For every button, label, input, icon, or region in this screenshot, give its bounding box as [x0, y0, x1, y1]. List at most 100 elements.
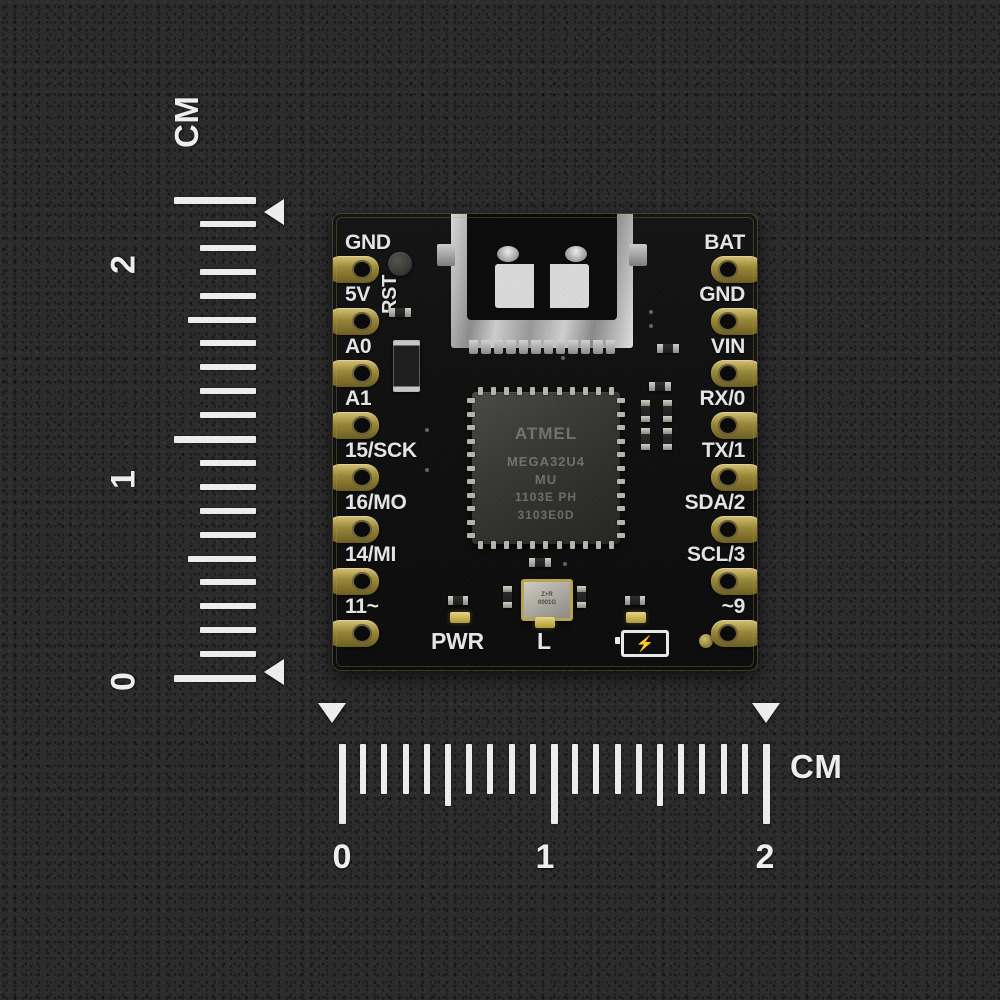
horizontal-ruler-minor-tick	[678, 744, 685, 794]
pin-pad-a1[interactable]	[333, 412, 379, 439]
mcu-part-number: MEGA32U4	[506, 454, 586, 469]
horizontal-ruler-number-0: 0	[332, 838, 352, 876]
horizontal-ruler-unit-label: CM	[790, 748, 843, 785]
vertical-ruler-major-tick	[174, 436, 256, 443]
vertical-ruler-major-tick	[174, 197, 256, 204]
vertical-ruler-minor-tick	[200, 483, 256, 490]
pin-label-15-sck: 15/SCK	[345, 439, 417, 462]
mcu-pins-top	[478, 387, 614, 395]
pin-label-gnd: GND	[345, 231, 391, 254]
pin-label-tx-1: TX/1	[701, 439, 745, 462]
usb-c-connector[interactable]	[437, 214, 647, 354]
mcu-lot-code: 1103E PH	[514, 490, 578, 504]
vertical-ruler-minor-tick	[200, 412, 256, 419]
horizontal-ruler-minor-tick	[614, 744, 621, 794]
pin-label-vin: VIN	[710, 335, 745, 358]
smd-capacitor-4	[641, 428, 650, 450]
smd-capacitor-3	[663, 400, 672, 422]
horizontal-ruler-minor-tick	[466, 744, 473, 794]
horizontal-ruler-major-tick	[551, 744, 558, 824]
vertical-ruler-number-1: 1	[104, 470, 143, 489]
pin-pad-9[interactable]	[711, 620, 757, 647]
reset-button[interactable]	[388, 252, 412, 276]
vertical-ruler-minor-tick	[200, 388, 256, 395]
pin-pad-scl-3[interactable]	[711, 568, 757, 595]
vertical-ruler-minor-tick	[200, 244, 256, 251]
horizontal-ruler-minor-tick	[657, 744, 663, 806]
status-led-l	[535, 617, 555, 628]
vertical-ruler-minor-tick	[200, 507, 256, 514]
vertical-ruler-minor-tick	[200, 268, 256, 275]
mcu-package-code: MU	[534, 472, 558, 487]
pin-label-9: ~9	[721, 595, 746, 618]
smd-load-cap-right	[577, 586, 586, 608]
horizontal-ruler-major-tick	[763, 744, 770, 824]
pin-pad-tx-1[interactable]	[711, 464, 757, 491]
pin-pad-14-mi[interactable]	[333, 568, 379, 595]
smd-resistor-3	[529, 558, 551, 567]
status-led-label: L	[537, 628, 551, 654]
vertical-ruler-major-tick	[174, 675, 256, 682]
vertical-ruler-number-0: 0	[104, 672, 143, 691]
mcu-pins-right	[617, 398, 625, 538]
smd-resistor-1	[389, 308, 411, 317]
vertical-ruler-minor-tick	[200, 627, 256, 634]
smd-capacitor-5	[663, 428, 672, 450]
horizontal-ruler-minor-tick	[360, 744, 367, 794]
pin-pad-11[interactable]	[333, 620, 379, 647]
pin-pad-5v[interactable]	[333, 308, 379, 335]
horizontal-ruler-number-2: 2	[755, 838, 775, 876]
horizontal-ruler-minor-tick	[720, 744, 727, 794]
test-point-1	[561, 356, 565, 360]
development-board: ATMEL MEGA32U4 MU 1103E PH 3103E0D RST Z…	[333, 214, 757, 670]
horizontal-ruler-minor-tick	[445, 744, 451, 806]
smd-resistor-4	[448, 596, 469, 605]
pin-label-16-mo: 16/MO	[345, 491, 407, 514]
horizontal-ruler-minor-tick	[487, 744, 494, 794]
pin-label-14-mi: 14/MI	[345, 543, 397, 566]
horizontal-ruler-minor-tick	[381, 744, 388, 794]
pin-pad-rx-0[interactable]	[711, 412, 757, 439]
pin-pad-vin[interactable]	[711, 360, 757, 387]
pin-pad-gnd[interactable]	[333, 256, 379, 283]
battery-bolt-glyph: ⚡	[635, 635, 655, 652]
vertical-ruler-minor-tick	[200, 459, 256, 466]
mcu-pins-left	[467, 398, 475, 538]
power-led-label: PWR	[431, 628, 484, 654]
pin-label-rx-0: RX/0	[699, 387, 746, 410]
smd-resistor-5	[625, 596, 646, 605]
pin-label-scl-3: SCL/3	[686, 543, 745, 566]
test-point-3	[425, 428, 429, 432]
vertical-ruler-minor-tick	[200, 292, 256, 299]
pin-label-bat: BAT	[704, 231, 745, 254]
measurement-arrow-left	[318, 703, 346, 723]
usb-c-mount-tab-left	[437, 244, 455, 266]
vertical-ruler-unit-label: CM	[168, 95, 205, 148]
vertical-ruler-minor-tick	[200, 220, 256, 227]
test-point-2	[563, 562, 567, 566]
pin-pad-sda-2[interactable]	[711, 516, 757, 543]
pin-pad-gnd[interactable]	[711, 308, 757, 335]
battery-charge-icon: ⚡	[615, 630, 669, 657]
smd-load-cap-left	[503, 586, 512, 608]
horizontal-ruler-minor-tick	[529, 744, 536, 794]
pin-label-gnd: GND	[699, 283, 745, 306]
measurement-arrow-top	[264, 199, 284, 225]
pin-pad-a0[interactable]	[333, 360, 379, 387]
usb-c-solder-pins	[469, 340, 616, 354]
horizontal-ruler-minor-tick	[423, 744, 430, 794]
usb-c-mount-tab-right	[629, 244, 647, 266]
pin-pad-16-mo[interactable]	[333, 516, 379, 543]
smd-resistor-2	[657, 344, 679, 353]
mounting-via	[699, 634, 713, 648]
usb-c-dimple-left	[497, 246, 519, 262]
smd-capacitor-2	[641, 400, 650, 422]
smd-capacitor-1	[649, 382, 671, 391]
vertical-ruler-minor-tick	[200, 340, 256, 347]
pin-pad-bat[interactable]	[711, 256, 757, 283]
usb-c-tongue	[495, 264, 589, 308]
vertical-ruler-minor-tick	[200, 579, 256, 586]
pin-pad-15-sck[interactable]	[333, 464, 379, 491]
